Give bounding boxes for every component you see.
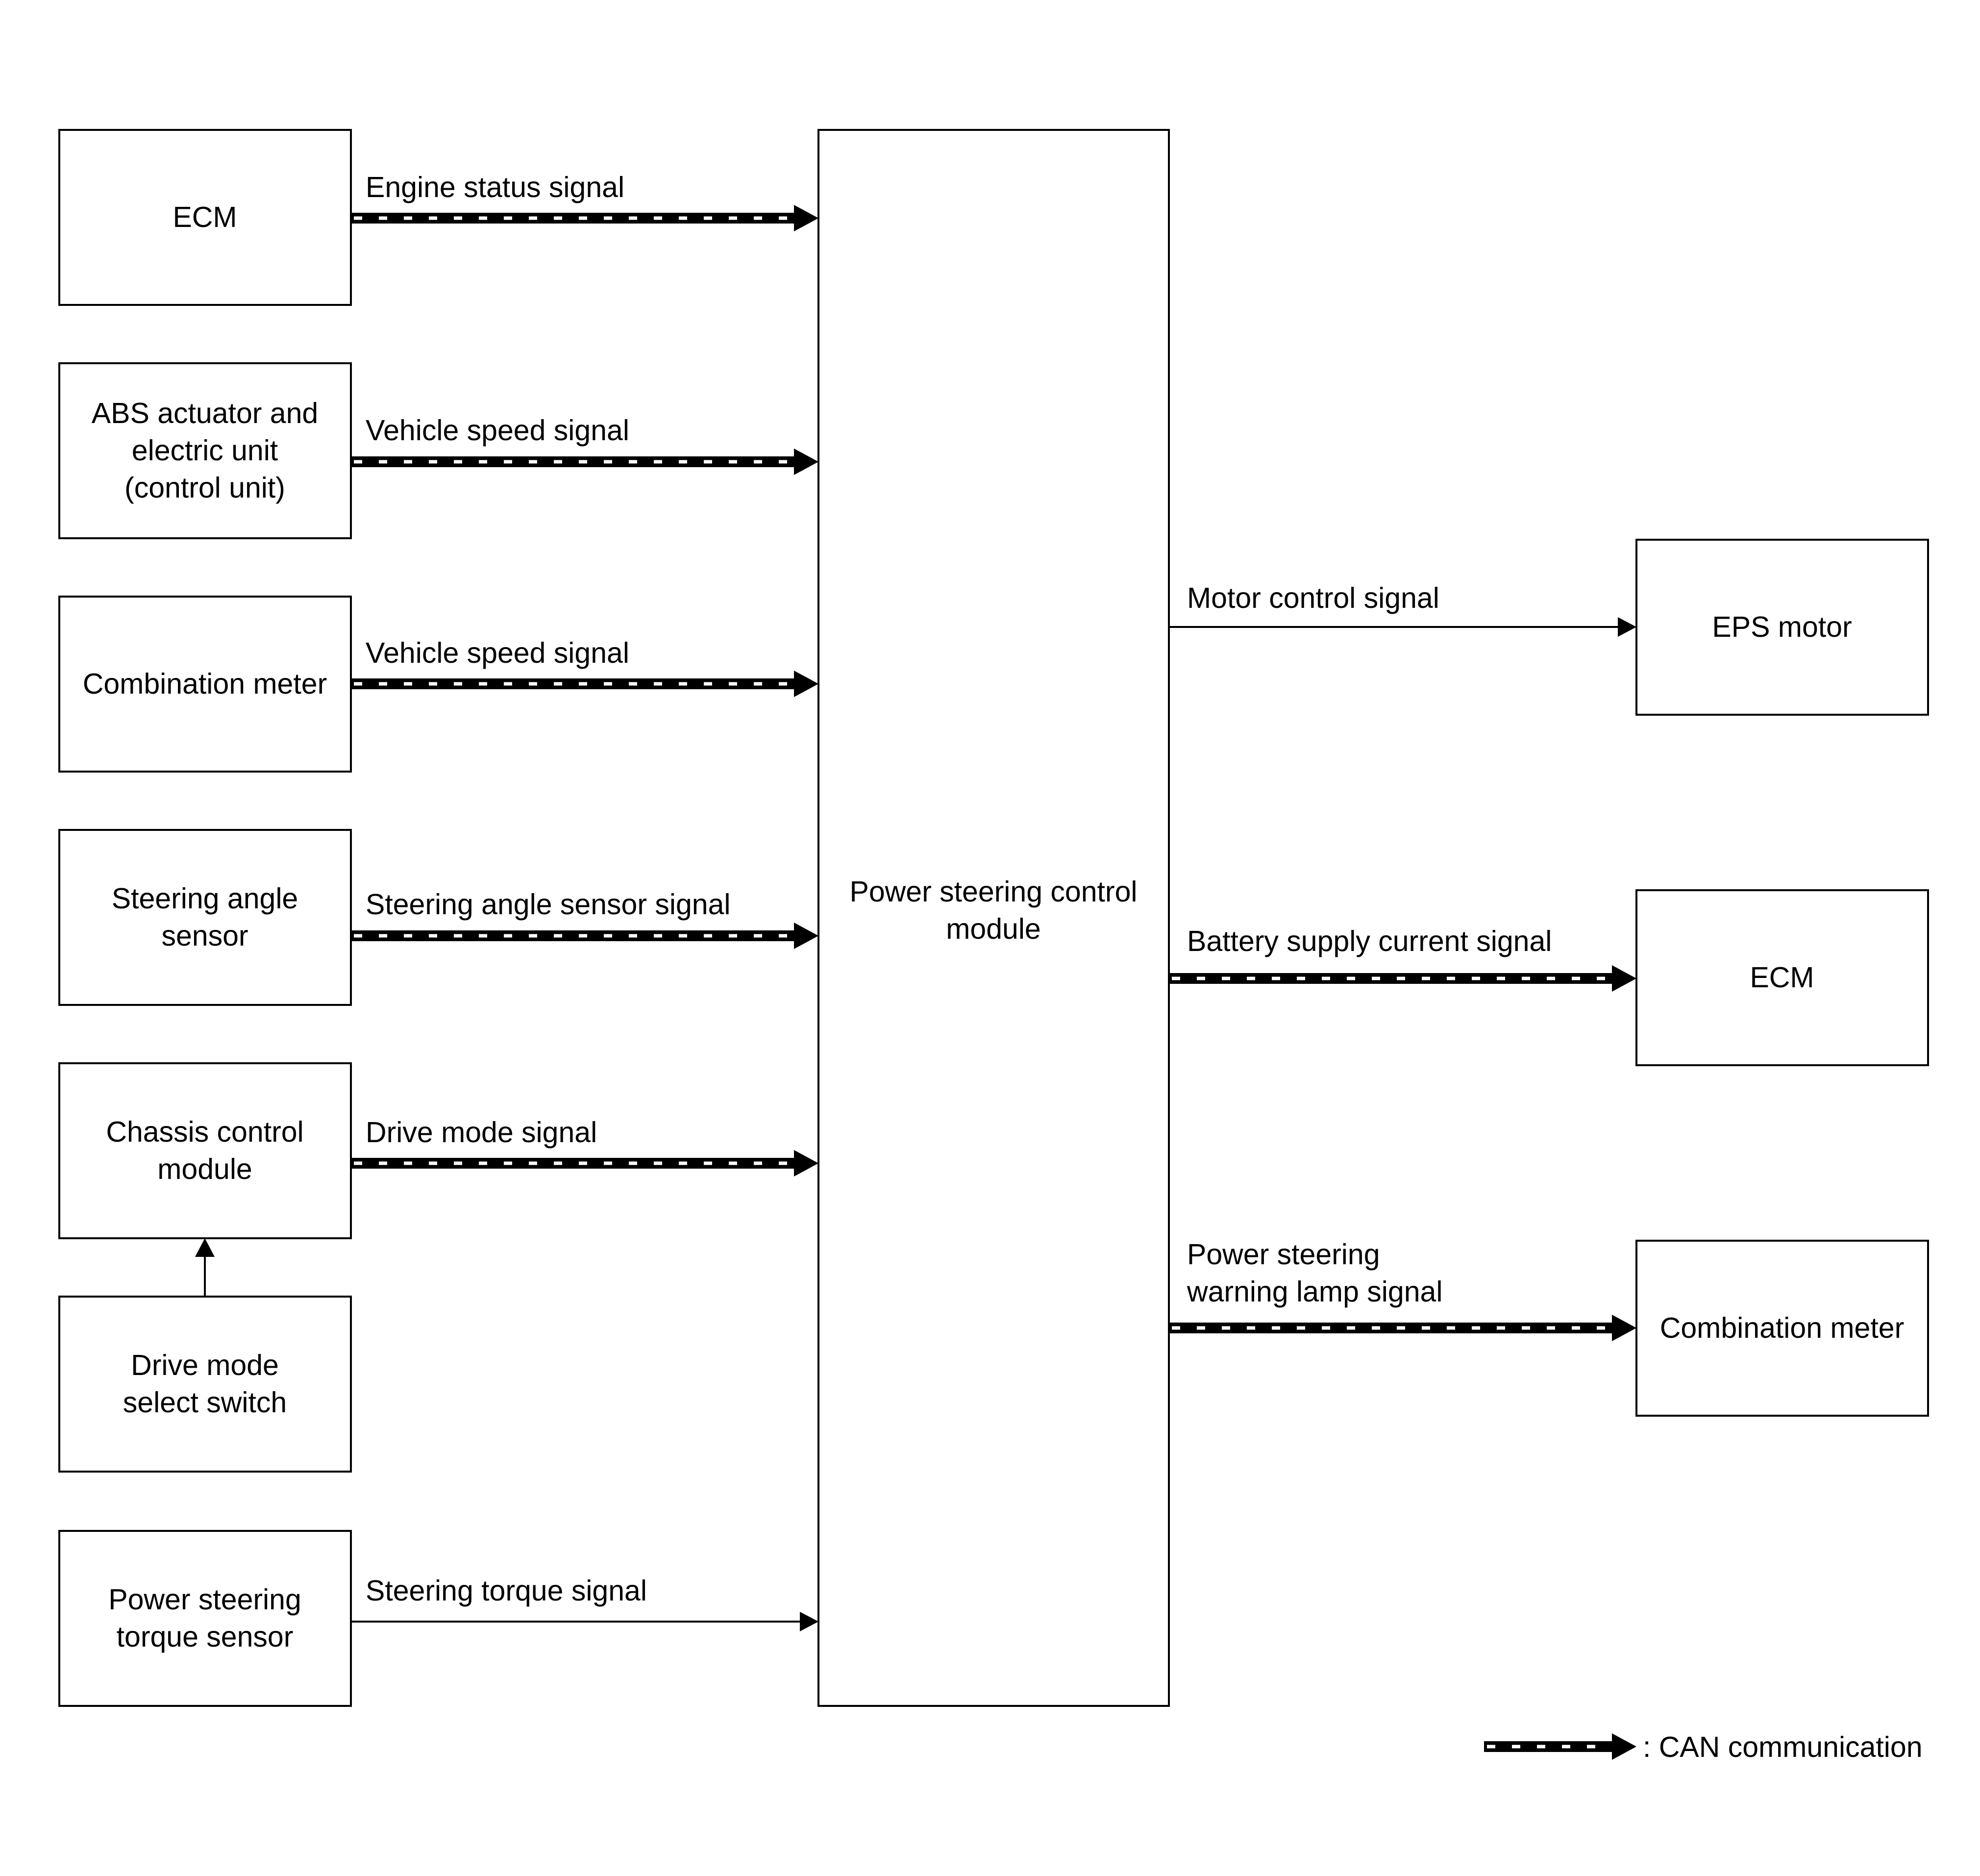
steering-angle-sensor-module: Steering angle sensor xyxy=(58,829,352,1006)
label-line: EPS motor xyxy=(1712,611,1852,643)
eps-motor-module: EPS motor xyxy=(1635,539,1929,716)
label-line: ECM xyxy=(173,201,237,233)
label-line: Steering angle sensor signal xyxy=(366,888,731,921)
label-line: select switch xyxy=(123,1386,287,1419)
vehicle-speed-meter-can-arrow xyxy=(351,671,818,697)
label-line: module xyxy=(946,913,1041,945)
drive-mode-can-arrow xyxy=(351,1150,818,1176)
label-line: module xyxy=(157,1153,252,1185)
combination-meter-input-label: Combination meter xyxy=(83,668,327,700)
steering-angle-can-arrow xyxy=(351,923,818,949)
label-line: ABS actuator and xyxy=(92,397,318,429)
label-line: Drive mode xyxy=(131,1349,279,1381)
battery-current-can-arrow xyxy=(1169,965,1636,992)
label-line: Steering angle xyxy=(112,882,298,915)
torque-sensor-module: Power steering torque sensor xyxy=(58,1530,352,1707)
power-steering-control-module-label: Power steering control module xyxy=(849,875,1137,945)
engine-status-signal-label: Engine status signal xyxy=(366,171,624,203)
label-line: Combination meter xyxy=(83,668,327,700)
chassis-control-module: Chassis control module xyxy=(58,1062,352,1239)
motor-control-arrow xyxy=(1169,617,1636,637)
label-line: torque sensor xyxy=(117,1621,294,1653)
drive-mode-switch-arrow xyxy=(195,1238,215,1297)
abs-actuator-label: ABS actuator and electric unit (control un… xyxy=(92,397,318,504)
torque-sensor-label: Power steering torque sensor xyxy=(108,1583,301,1653)
warning-lamp-signal-label: Power steering warning lamp signal xyxy=(1187,1238,1442,1308)
label-line: Vehicle speed signal xyxy=(366,414,629,447)
label-line: sensor xyxy=(161,920,248,952)
label-line: electric unit xyxy=(132,434,278,467)
combination-meter-input-module: Combination meter xyxy=(58,596,352,773)
label-line: Battery supply current signal xyxy=(1187,925,1552,957)
engine-status-can-arrow xyxy=(351,205,818,231)
can-legend-arrow xyxy=(1484,1733,1636,1760)
can-legend-label: : CAN communication xyxy=(1643,1731,1923,1763)
label-line: Power steering xyxy=(108,1583,301,1616)
ecm-input-label: ECM xyxy=(173,201,237,233)
battery-supply-current-signal-label: Battery supply current signal xyxy=(1187,925,1552,957)
eps-motor-label: EPS motor xyxy=(1712,611,1852,643)
label-line: Motor control signal xyxy=(1187,582,1439,614)
label-line: Steering torque signal xyxy=(366,1575,647,1607)
label-line: Vehicle speed signal xyxy=(366,637,629,669)
vehicle-speed-signal-abs-label: Vehicle speed signal xyxy=(366,414,629,447)
can-legend: : CAN communication xyxy=(1484,1731,1923,1763)
vehicle-speed-signal-meter-label: Vehicle speed signal xyxy=(366,637,629,669)
drive-mode-select-switch-module: Drive mode select switch xyxy=(58,1296,352,1473)
label-line: warning lamp signal xyxy=(1187,1276,1442,1308)
label-line: ECM xyxy=(1750,961,1814,994)
ecm-output-label: ECM xyxy=(1750,961,1814,994)
ecm-input-module: ECM xyxy=(58,129,352,306)
steering-angle-sensor-label: Steering angle sensor xyxy=(112,882,298,952)
steering-torque-arrow xyxy=(351,1612,818,1631)
combination-meter-output-label: Combination meter xyxy=(1660,1312,1904,1344)
vehicle-speed-abs-can-arrow xyxy=(351,449,818,475)
label-line: Engine status signal xyxy=(366,171,624,203)
steering-angle-sensor-signal-label: Steering angle sensor signal xyxy=(366,888,731,921)
label-line: Drive mode signal xyxy=(366,1116,597,1149)
warning-lamp-can-arrow xyxy=(1169,1315,1636,1341)
drive-mode-signal-label: Drive mode signal xyxy=(366,1116,597,1149)
abs-actuator-module: ABS actuator and electric unit (control un… xyxy=(58,362,352,539)
label-line: Power steering control xyxy=(849,875,1137,908)
ecm-output-module: ECM xyxy=(1635,889,1929,1066)
motor-control-signal-label: Motor control signal xyxy=(1187,582,1439,614)
label-line: Combination meter xyxy=(1660,1312,1904,1344)
label-line: Chassis control xyxy=(106,1116,303,1148)
label-line: (control unit) xyxy=(124,472,285,504)
chassis-control-module-label: Chassis control module xyxy=(106,1116,303,1185)
power-steering-control-module: Power steering control module xyxy=(817,129,1170,1707)
label-line: Power steering xyxy=(1187,1238,1380,1271)
drive-mode-select-switch-label: Drive mode select switch xyxy=(123,1349,287,1419)
combination-meter-output-module: Combination meter xyxy=(1635,1240,1929,1417)
steering-torque-signal-label: Steering torque signal xyxy=(366,1575,647,1607)
